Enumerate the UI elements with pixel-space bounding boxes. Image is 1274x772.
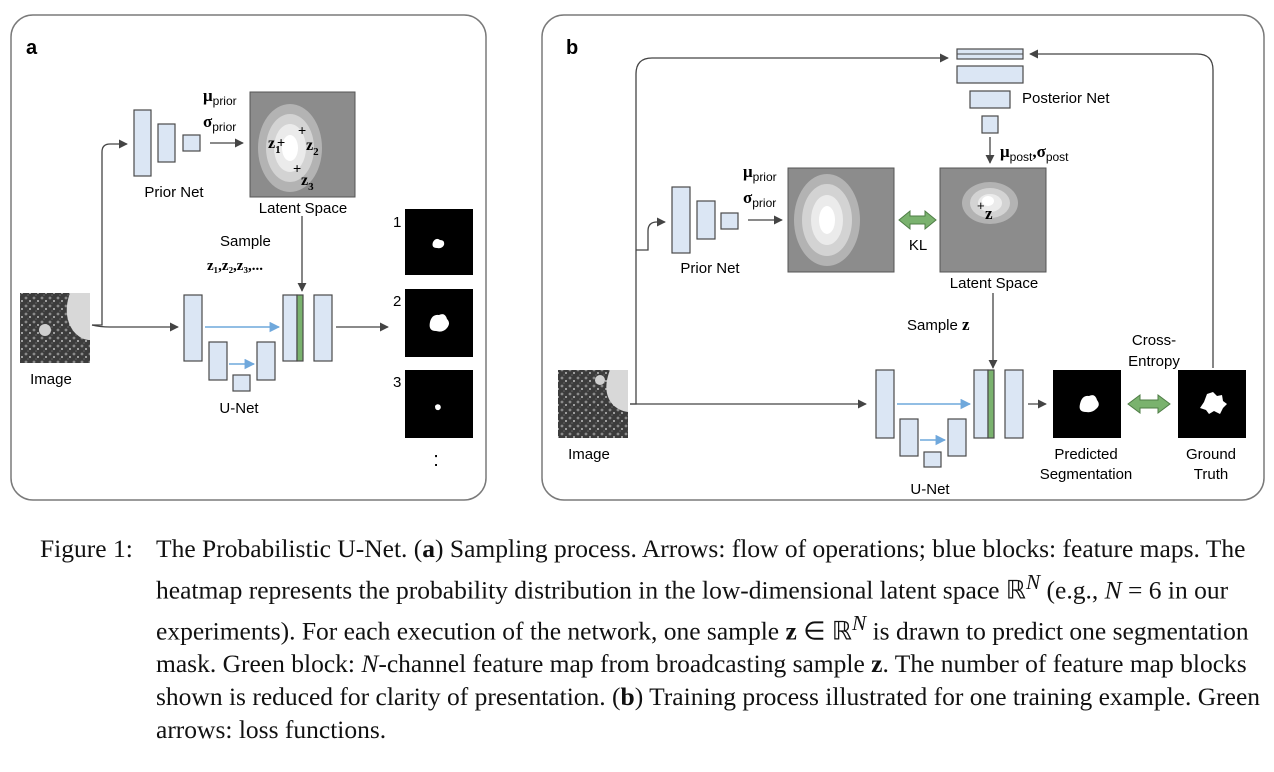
prior-net-label-b: Prior Net: [680, 260, 740, 277]
broadcast-block-b: [987, 369, 995, 439]
z2-marker-a: +: [298, 122, 306, 138]
sigma-prior-b: σprior: [743, 188, 776, 210]
pred-label-line2: Segmentation: [1040, 466, 1133, 483]
posterior-net-label: Posterior Net: [1022, 90, 1110, 107]
mu-prior-b: μprior: [743, 162, 777, 184]
mu-sigma-post: μpost,σpost: [1000, 142, 1069, 164]
z1-marker-a: +: [277, 134, 285, 150]
ground-truth-mask: [1178, 370, 1246, 438]
gt-label-line2: Truth: [1194, 466, 1228, 483]
unet-label-a: U-Net: [219, 400, 259, 417]
z-marker-b: +: [977, 198, 985, 213]
output-2-index: 2: [393, 293, 401, 310]
unet-label-b: U-Net: [910, 481, 950, 498]
cross-entropy-line1: Cross-: [1132, 332, 1176, 349]
input-image-b: [558, 370, 628, 438]
image-label-b: Image: [568, 446, 610, 463]
z1-label-a: z1: [268, 135, 281, 156]
caption-body: The Probabilistic U-Net. (a) Sampling pr…: [156, 534, 1261, 744]
caption-lead: Figure 1:: [40, 534, 133, 563]
latent-label-a: Latent Space: [259, 200, 347, 217]
unet-blocks-a: [183, 294, 333, 392]
prior-net-label-a: Prior Net: [144, 184, 204, 201]
output-mask-2: [405, 289, 473, 357]
latent-heatmap-a: [249, 91, 356, 198]
sigma-prior-a: σprior: [203, 112, 236, 134]
output-1-index: 1: [393, 214, 401, 231]
prior-heatmap-b: [787, 167, 895, 273]
input-image-a: [20, 293, 90, 363]
output-mask-3: [405, 370, 473, 438]
posterior-heatmap-b: [939, 167, 1047, 273]
cross-entropy-loss-arrow: [1127, 394, 1171, 414]
sample-list-a: z₁,z₂,z₃,...: [207, 258, 263, 274]
more-outputs: :: [433, 449, 439, 471]
broadcast-block-a: [296, 294, 304, 362]
sample-label-b: Sample z: [907, 315, 970, 334]
image-label-a: Image: [30, 371, 72, 388]
cross-entropy-line2: Entropy: [1128, 353, 1180, 370]
arrow-image-to-unet-a: [91, 322, 179, 332]
arrow-gt-to-posterior: [1029, 49, 1214, 368]
output-3-index: 3: [393, 374, 401, 391]
figure-caption: Figure 1: The Probabilistic U-Net. (a) S…: [40, 533, 1262, 747]
prior-net-blocks-b: [671, 186, 739, 254]
prior-net-blocks-a: [133, 109, 201, 177]
predicted-segmentation-mask: [1053, 370, 1121, 438]
kl-loss-arrow: [898, 209, 937, 231]
figure-diagram: a Image Prior Net μprior σprior z1 + + z…: [10, 14, 1265, 501]
panel-b-label: b: [566, 37, 578, 59]
sample-label-a: Sample: [220, 233, 271, 250]
z3-marker-a: +: [293, 160, 301, 176]
pred-label-line1: Predicted: [1054, 446, 1117, 463]
unet-blocks-b: [875, 369, 1024, 468]
arrow-image-to-prior-a: [92, 139, 128, 326]
output-mask-1: [405, 209, 473, 275]
gt-label-line1: Ground: [1186, 446, 1236, 463]
latent-label-b: Latent Space: [950, 275, 1038, 292]
kl-label: KL: [909, 237, 927, 254]
z2-label-a: z2: [306, 137, 319, 158]
panel-a-label: a: [26, 37, 38, 59]
posterior-net-blocks: [956, 48, 1024, 134]
mu-prior-a: μprior: [203, 86, 237, 108]
z-label-b: z: [985, 204, 993, 223]
arrow-image-to-prior-b: [636, 217, 666, 251]
panel-a-frame: [10, 14, 487, 501]
arrow-image-to-posterior-b: [630, 53, 949, 405]
z3-label-a: z3: [301, 172, 314, 193]
